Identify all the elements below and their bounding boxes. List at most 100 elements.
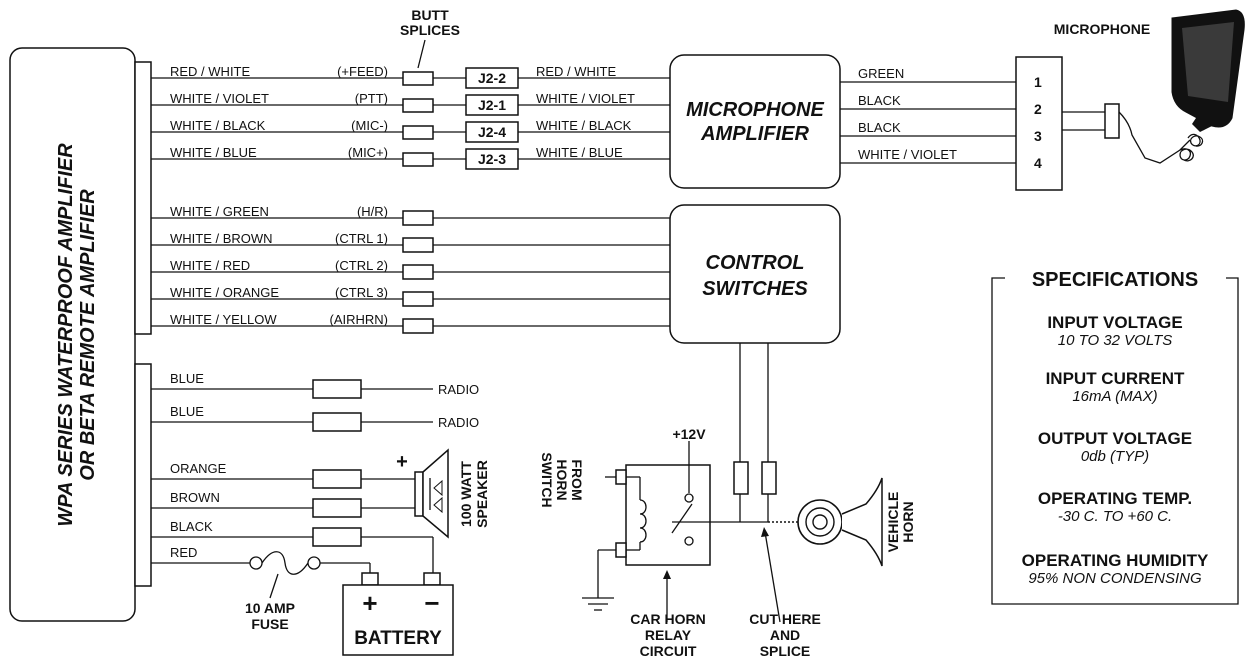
horn-label-line2: HORN [900,501,916,542]
power-wire-6-color: RED [170,545,197,560]
mic-out-1-color: GREEN [858,66,904,81]
power-wire-4-color: BROWN [170,490,220,505]
mic-wire-4-signal: (MIC+) [348,145,388,160]
specifications-title: SPECIFICATIONS [1032,269,1198,291]
power-wire-2-dest: RADIO [438,415,479,430]
fuse-icon [249,551,321,599]
control-wire-5-color: WHITE / YELLOW [170,312,277,327]
mic-out-2-color: BLACK [858,93,901,108]
cut-label-line1: CUT HERE [749,611,821,627]
relay-caption-line2: RELAY [645,627,692,643]
spec-5-value: 95% NON CONDENSING [1028,570,1202,587]
mic-pin-1: 1 [1034,74,1042,90]
butt-splices-label-line1: BUTT [411,7,449,23]
control-wire-3-color: WHITE / RED [170,258,250,273]
power-wire-2-color: BLUE [170,404,204,419]
microphone-icon [1062,9,1245,164]
control-switches-box [669,204,841,344]
spec-4-value: -30 C. TO +60 C. [1058,508,1172,525]
connector-j2-3: J2-3 [478,151,506,167]
relay-from-line3: SWITCH [539,452,555,507]
mic-pin-2: 2 [1034,101,1042,117]
control-wire-1-signal: (H/R) [357,204,388,219]
battery-plus: + [362,588,377,618]
specifications-panel [991,277,1239,605]
speaker-plus: + [396,451,408,473]
butt-splices-label-line2: SPLICES [400,22,460,38]
cut-label-line3: SPLICE [760,643,811,659]
mic-connector-block [1015,56,1063,191]
control-wire-2-signal: (CTRL 1) [335,231,388,246]
power-wire-1-dest: RADIO [438,382,479,397]
horn-relay-circuit [582,343,798,623]
relay-voltage: +12V [672,426,706,442]
spec-2-label: INPUT CURRENT [1046,369,1185,388]
control-wire-2-color: WHITE / BROWN [170,231,273,246]
mic-wire-3-right: WHITE / BLACK [536,118,632,133]
mic-pin-3: 3 [1034,128,1042,144]
mic-wire-3-signal: (MIC-) [351,118,388,133]
mic-wire-1-right: RED / WHITE [536,64,616,79]
control-switches-line1: CONTROL [706,252,805,274]
mic-wire-4-color: WHITE / BLUE [170,145,257,160]
relay-caption-line3: CIRCUIT [640,643,697,659]
control-wire-4-signal: (CTRL 3) [335,285,388,300]
power-wire-5-color: BLACK [170,519,213,534]
spec-1-label: INPUT VOLTAGE [1047,313,1182,332]
spec-1-value: 10 TO 32 VOLTS [1058,332,1173,349]
spec-5-label: OPERATING HUMIDITY [1022,551,1209,570]
mic-output-wires [840,81,1016,164]
speaker-label-line2: SPEAKER [474,460,490,528]
mic-wire-2-right: WHITE / VIOLET [536,91,635,106]
mic-pin-4: 4 [1034,155,1042,171]
control-switches-line2: SWITCHES [702,278,808,300]
microphone-amplifier-box [669,54,841,189]
spec-4-label: OPERATING TEMP. [1038,489,1192,508]
mic-out-4-color: WHITE / VIOLET [858,147,957,162]
power-wire-1-color: BLUE [170,371,204,386]
mic-wire-2-color: WHITE / VIOLET [170,91,269,106]
mic-wire-4-right: WHITE / BLUE [536,145,623,160]
connector-j2-2: J2-2 [478,70,506,86]
horn-label-line1: VEHICLE [885,492,901,553]
power-wire-group [151,379,434,573]
battery-label: BATTERY [354,628,442,649]
amplifier-title-line1: WPA SERIES WATERPROOF AMPLIFIER [55,143,77,527]
speaker-icon [414,448,449,539]
microphone-amplifier-line2: AMPLIFIER [700,123,809,145]
microphone-label: MICROPHONE [1054,21,1150,37]
battery-minus: − [424,588,439,618]
control-wire-1-color: WHITE / GREEN [170,204,269,219]
battery-icon [342,572,454,656]
amplifier-panel-top [134,61,152,335]
spec-3-value: 0db (TYP) [1081,448,1149,465]
relay-from-line2: HORN [554,459,570,500]
mic-wire-1-color: RED / WHITE [170,64,250,79]
cut-label-line2: AND [770,627,800,643]
spec-2-value: 16mA (MAX) [1072,388,1157,405]
mic-wire-2-signal: (PTT) [355,91,388,106]
mic-wire-1-signal: (+FEED) [337,64,388,79]
speaker-label-line1: 100 WATT [458,461,474,527]
fuse-label-line1: 10 AMP [245,600,295,616]
amplifier-title-line2: OR BETA REMOTE AMPLIFIER [77,189,99,481]
amplifier-panel-bottom [134,363,152,587]
vehicle-horn-icon [797,477,883,567]
control-wire-5-signal: (AIRHRN) [330,312,389,327]
control-wire-group [151,210,670,334]
relay-from-line1: FROM [569,459,585,500]
connector-j2-4: J2-4 [478,124,506,140]
mic-wire-3-color: WHITE / BLACK [170,118,266,133]
mic-wire-group [151,67,670,170]
control-wire-3-signal: (CTRL 2) [335,258,388,273]
mic-out-3-color: BLACK [858,120,901,135]
connector-j2-1: J2-1 [478,97,506,113]
fuse-label-line2: FUSE [251,616,288,632]
butt-splices-pointer [417,39,426,69]
spec-3-label: OUTPUT VOLTAGE [1038,429,1192,448]
relay-caption-line1: CAR HORN [630,611,705,627]
power-wire-3-color: ORANGE [170,461,227,476]
control-wire-4-color: WHITE / ORANGE [170,285,279,300]
microphone-amplifier-line1: MICROPHONE [686,99,824,121]
